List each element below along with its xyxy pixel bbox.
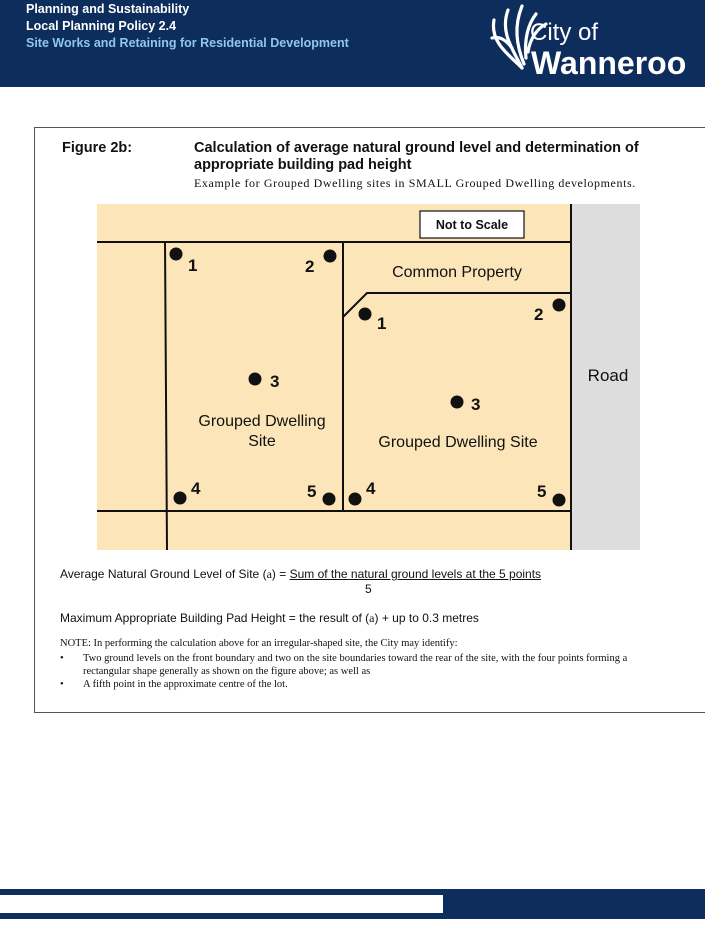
site2-point-1-icon: [358, 307, 372, 321]
site1-point-5-label: 5: [307, 482, 316, 501]
formula-variable: a: [266, 567, 272, 581]
bullet-dot-icon: •: [60, 653, 64, 664]
site2-label: Grouped Dwelling Site: [378, 434, 537, 451]
footer-white-strip: [0, 895, 443, 913]
max-height-prefix: Maximum Appropriate Building Pad Height …: [60, 611, 370, 625]
logo-wanneroo: Wanneroo: [531, 45, 686, 80]
header-policy-title: Site Works and Retaining for Residential…: [26, 36, 349, 50]
average-level-formula: Average Natural Ground Level of Site (a)…: [60, 567, 541, 582]
note-bullet-list: • Two ground levels on the front boundar…: [60, 653, 675, 693]
max-pad-height-formula: Maximum Appropriate Building Pad Height …: [60, 611, 479, 626]
formula-prefix: Average Natural Ground Level of Site (: [60, 567, 267, 581]
city-of-wanneroo-logo: City of Wanneroo: [490, 4, 686, 80]
site2-point-4-label: 4: [366, 479, 376, 498]
page-header: Planning and Sustainability Local Planni…: [0, 0, 705, 87]
site2-point-2-label: 2: [534, 305, 543, 324]
road-area: [572, 204, 640, 550]
max-height-suffix: ) + up to 0.3 metres: [374, 611, 479, 625]
site2-point-3-label: 3: [471, 395, 480, 414]
header-department: Planning and Sustainability: [26, 2, 190, 16]
figure-frame: [34, 127, 705, 713]
not-to-scale-box: [419, 210, 525, 239]
site1-point-2-icon: [323, 249, 337, 263]
site1-point-5-icon: [322, 492, 336, 506]
lot-background: [97, 204, 640, 550]
note-bullet-text: A fifth point in the approximate centre …: [83, 679, 288, 690]
header-policy-number: Local Planning Policy 2.4: [26, 19, 177, 33]
note-bullet-item: • A fifth point in the approximate centr…: [60, 679, 675, 692]
site1-point-2-label: 2: [305, 257, 314, 276]
road-label: Road: [588, 366, 629, 385]
note-bullet-item: • Two ground levels on the front boundar…: [60, 653, 675, 678]
site2-point-4-icon: [348, 492, 362, 506]
note-text: NOTE: In performing the calculation abov…: [60, 638, 458, 649]
figure-label: Figure 2b:: [62, 140, 133, 156]
bullet-dot-icon: •: [60, 679, 64, 690]
survey-points: [169, 247, 566, 507]
site1-point-3-icon: [248, 372, 262, 386]
site1-point-3-label: 3: [270, 372, 279, 391]
formula-denominator: 5: [365, 582, 372, 596]
figure-title: Calculation of average natural ground le…: [194, 140, 639, 173]
site2-point-2-icon: [552, 298, 566, 312]
figure-subtitle: Example for Grouped Dwelling sites in SM…: [194, 176, 636, 190]
site1-label-line2: Site: [248, 433, 276, 450]
site1-point-4-label: 4: [191, 479, 201, 498]
not-to-scale-label: Not to Scale: [436, 218, 508, 232]
max-height-variable: a: [369, 611, 375, 625]
site-diagram: Not to Scale Common Property Road Groupe…: [97, 204, 640, 550]
site1-label-line1: Grouped Dwelling: [198, 413, 325, 430]
site1-point-1-label: 1: [188, 256, 197, 275]
site2-point-1-label: 1: [377, 314, 386, 333]
boundary-lines: [97, 204, 572, 550]
wanneroo-swirl-icon: [490, 4, 548, 70]
formula-numerator: Sum of the natural ground levels at the …: [289, 567, 542, 581]
formula-mid: ) =: [271, 567, 290, 581]
note-bullet-text: Two ground levels on the front boundary …: [83, 653, 628, 677]
common-property-label: Common Property: [392, 264, 522, 281]
site2-point-3-icon: [450, 395, 464, 409]
logo-city-of: City of: [530, 19, 598, 46]
site2-point-5-label: 5: [537, 482, 546, 501]
site1-point-1-icon: [169, 247, 183, 261]
site1-point-4-icon: [173, 491, 187, 505]
site2-point-5-icon: [552, 493, 566, 507]
